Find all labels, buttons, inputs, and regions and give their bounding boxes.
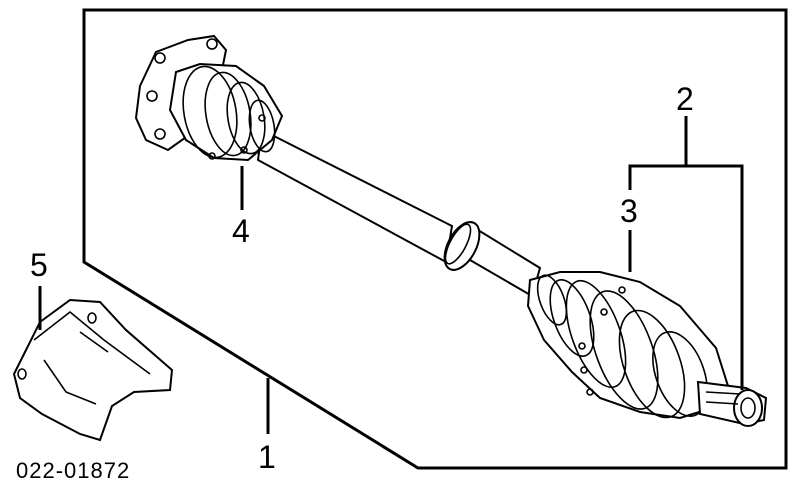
callout-2: 2 [676, 81, 694, 117]
callout-3: 3 [620, 193, 638, 229]
heat-shield [12, 298, 174, 442]
part-number: 022-01872 [16, 458, 130, 483]
callout-4: 4 [232, 213, 250, 249]
inner-cv-joint [134, 34, 284, 162]
outer-cv-joint [526, 271, 768, 427]
assembly-frame [82, 8, 788, 470]
axle-shaft [256, 128, 542, 298]
inner-boot [168, 62, 284, 162]
callout-5: 5 [30, 247, 48, 283]
callout-1: 1 [258, 439, 276, 475]
